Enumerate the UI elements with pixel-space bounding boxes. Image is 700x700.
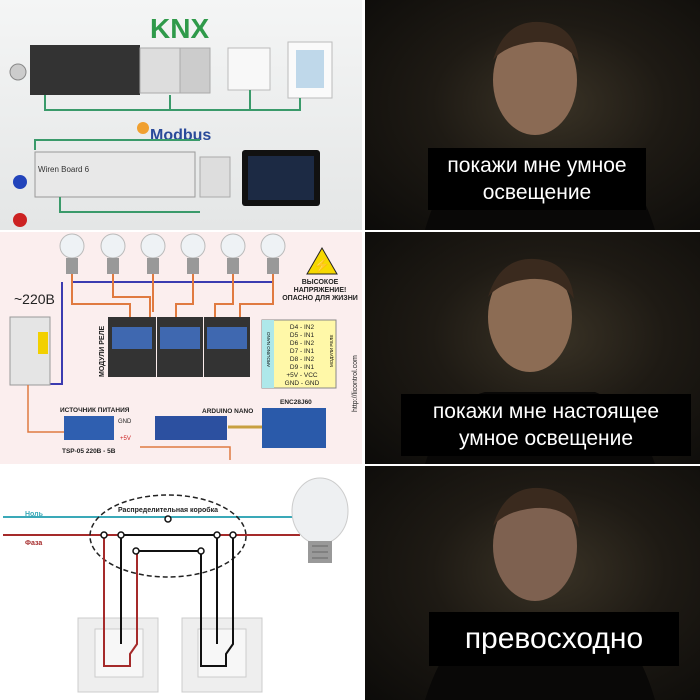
relay-modules <box>108 317 250 377</box>
high-voltage-warning-icon <box>306 246 338 275</box>
pin-map: D4 - IN2 D5 - IN1 D6 - IN2 D7 - IN1 D8 -… <box>285 324 320 387</box>
meme-frame-3: превосходно <box>365 466 700 700</box>
svg-text:D4 - IN2: D4 - IN2 <box>290 324 315 331</box>
light-bulbs <box>59 233 286 259</box>
svg-text:+5V - VCC: +5V - VCC <box>286 372 318 379</box>
pin-map-left-label: ARDUINO NANO <box>266 331 271 367</box>
svg-text:D8 - IN2: D8 - IN2 <box>290 356 315 363</box>
svg-text:D9 - IN1: D9 - IN1 <box>290 364 315 371</box>
svg-text:D7 - IN1: D7 - IN1 <box>290 348 315 355</box>
caption-2: покажи мне настоящее умное освещение <box>401 394 691 456</box>
power-model-label: TSP-05 220B - 5B <box>62 448 116 455</box>
junction-box-label: Распределительная коробка <box>118 506 218 514</box>
arduino-relay-diagram: ⚡ ~220B МОДУЛИ РЕЛЕ ARDUINO NANO МОДУЛИ … <box>0 232 362 464</box>
power-supply-label: ИСТОЧНИК ПИТАНИЯ <box>60 407 130 414</box>
voltage-label: ~220B <box>14 291 55 307</box>
svg-text:⚡: ⚡ <box>313 257 330 274</box>
light-bulb-icon <box>291 477 349 563</box>
phase-label: Фаза <box>25 540 42 547</box>
modbus-logo: Modbus <box>150 127 211 144</box>
neutral-label: Ноль <box>25 511 44 518</box>
switch-wiring-diagram: Ноль Фаза Распределительная коробка <box>0 466 362 700</box>
knx-modbus-hardware-photo: KNX Modbus Wiren Board 6 <box>0 0 362 230</box>
knx-logo: KNX <box>150 13 209 44</box>
pin-map-right-label: МОДУЛИ РЕЛЕ <box>329 335 334 367</box>
plus5v-label: +5V <box>120 436 131 442</box>
caption-3: превосходно <box>429 612 679 666</box>
meme-frame-2: покажи мне настоящее умное освещение <box>365 232 700 464</box>
svg-text:GND - GND: GND - GND <box>285 380 320 387</box>
svg-text:D6 - IN2: D6 - IN2 <box>290 340 315 347</box>
url-label: http://licontrol.com <box>352 355 359 412</box>
svg-text:D5 - IN1: D5 - IN1 <box>290 332 315 339</box>
wiren-board-label: Wiren Board 6 <box>38 165 90 174</box>
ethernet-label: ENC28J60 <box>280 399 312 406</box>
arduino-label: ARDUINO NANO <box>202 408 253 415</box>
gnd-label: GND <box>118 419 132 425</box>
caption-1: покажи мне умное освещение <box>428 148 646 210</box>
switches <box>77 617 263 693</box>
warning-text: ВЫСОКОЕ НАПРЯЖЕНИЕ! ОПАСНО ДЛЯ ЖИЗНИ <box>282 279 358 302</box>
meme-frame-1: покажи мне умное освещение <box>365 0 700 230</box>
relay-label: МОДУЛИ РЕЛЕ <box>99 326 106 377</box>
